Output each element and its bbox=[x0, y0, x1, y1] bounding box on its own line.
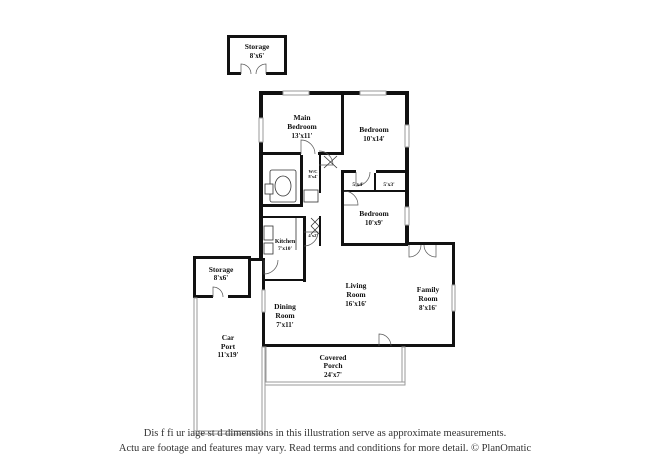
dining-room-label-2: Room bbox=[275, 311, 295, 320]
main-bedroom-dims: 13'x11' bbox=[291, 132, 312, 140]
pantry-dims: 4'x2' bbox=[308, 233, 317, 238]
family-room-dims: 8'x16' bbox=[419, 304, 437, 312]
fridge bbox=[263, 242, 274, 255]
car-port-label-2: Port bbox=[221, 342, 236, 351]
wic-dims: 8'x4' bbox=[308, 174, 317, 179]
bedroom-2-label: Bedroom bbox=[359, 209, 389, 218]
storage-left-label: Storage bbox=[209, 265, 234, 274]
dining-room-dims: 7'x11' bbox=[276, 321, 294, 329]
pantry-door bbox=[303, 231, 319, 247]
disclaimer-line-1: Dis f fi ur iage st d dimensions in this… bbox=[143, 428, 507, 439]
family-door-left bbox=[408, 244, 422, 258]
kitchen-label: Kitchen bbox=[275, 239, 296, 245]
car-port-label-1: Car bbox=[222, 333, 235, 342]
car-port-outline bbox=[193, 297, 266, 435]
living-front-door bbox=[378, 333, 392, 347]
kitchen-dims: 7'x10' bbox=[278, 246, 293, 252]
tub-basin bbox=[274, 175, 292, 197]
stove bbox=[263, 225, 274, 241]
fixtures bbox=[263, 155, 338, 255]
living-room-dims: 16'x16' bbox=[345, 300, 366, 308]
sink bbox=[303, 189, 319, 203]
bedroom2-door bbox=[343, 190, 359, 206]
dining-room-label-1: Dining bbox=[274, 302, 296, 311]
wic-label: W/C bbox=[309, 169, 318, 174]
storage-top-label: Storage bbox=[245, 42, 270, 51]
bedroom-door bbox=[355, 171, 371, 187]
disclaimer-line-2: Actu are footage and features may vary. … bbox=[118, 443, 532, 454]
hall-door bbox=[318, 150, 334, 166]
storage-left-dims: 8'x6' bbox=[214, 274, 228, 282]
living-room-label-1: Living bbox=[346, 281, 367, 290]
interior-walls bbox=[263, 91, 409, 282]
closet-a-dims: 5'x4' bbox=[352, 182, 364, 188]
main-bedroom-label-1: Main bbox=[293, 113, 311, 122]
bedroom-1-dims: 10'x14' bbox=[363, 135, 384, 143]
bedroom-2-dims: 10'x9' bbox=[365, 219, 383, 227]
closet-shelves bbox=[323, 155, 338, 169]
room-labels: Storage 8'x6' Main Bedroom 13'x11' Bedro… bbox=[209, 42, 440, 379]
covered-porch-label-1: Covered bbox=[320, 353, 348, 362]
closet-b-dims: 5'x3' bbox=[383, 182, 395, 188]
storage-left-room bbox=[193, 256, 251, 298]
doors bbox=[263, 139, 437, 347]
family-room-label-2: Room bbox=[418, 294, 438, 303]
storage-left-door bbox=[212, 286, 224, 298]
living-room-label-2: Room bbox=[346, 290, 366, 299]
pantry-shelves bbox=[310, 217, 320, 235]
storage-top-door-right bbox=[255, 63, 267, 75]
bedroom-1-label: Bedroom bbox=[359, 125, 389, 134]
covered-porch-dims: 24'x7' bbox=[324, 371, 342, 379]
main-bedroom-label-2: Bedroom bbox=[287, 122, 317, 131]
storage-top-dims: 8'x6' bbox=[250, 52, 264, 60]
family-door-right bbox=[423, 244, 437, 258]
storage-top-door-left bbox=[240, 63, 252, 75]
family-room-label-1: Family bbox=[417, 285, 440, 294]
car-port-dims: 11'x19' bbox=[217, 351, 238, 359]
toilet bbox=[264, 183, 274, 195]
kitchen-door bbox=[263, 259, 279, 275]
bathtub bbox=[269, 169, 297, 203]
windows bbox=[258, 90, 456, 313]
storage-top-room bbox=[227, 35, 287, 75]
covered-porch-label-2: Porch bbox=[323, 361, 343, 370]
main-bedroom-door bbox=[300, 139, 316, 155]
